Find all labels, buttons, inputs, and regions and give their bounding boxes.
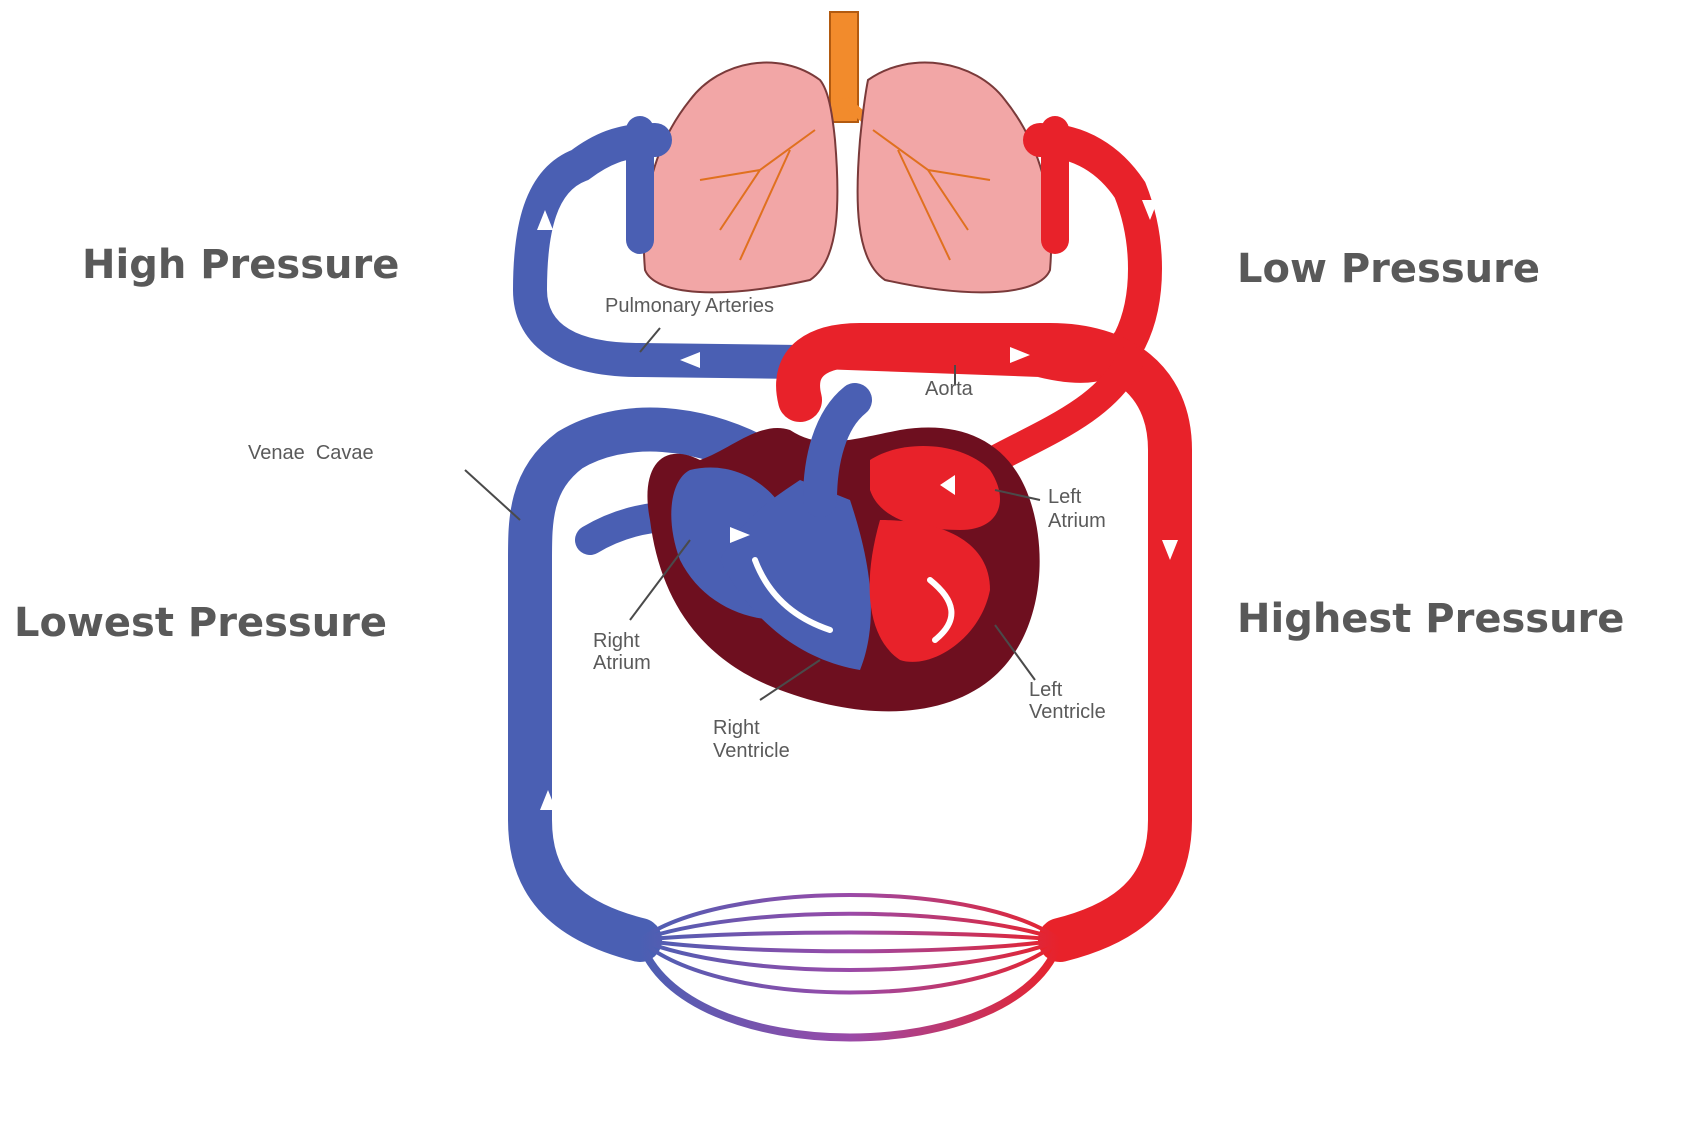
right-ventricle-label-line2: Ventricle — [713, 740, 790, 762]
right-lung — [858, 63, 1052, 293]
left-ventricle-label-line1: Left — [1029, 679, 1063, 701]
left-atrium-label-line1: Left — [1048, 486, 1082, 508]
right-atrium-label-line1: Right — [593, 630, 640, 652]
low-pressure-label: Low Pressure — [1237, 246, 1540, 292]
right-atrium-label-line2: Atrium — [593, 652, 651, 674]
left-ventricle-label-line2: Ventricle — [1029, 701, 1106, 723]
highest-pressure-label: Highest Pressure — [1237, 596, 1624, 642]
lungs — [644, 12, 1051, 292]
capillary-bed — [640, 895, 1060, 1038]
right-ventricle-label-line1: Right — [713, 717, 760, 739]
aorta-label: Aorta — [925, 378, 974, 400]
venae-cavae-label: Venae Cavae — [248, 442, 374, 464]
pulmonary-arteries-label: Pulmonary Arteries — [605, 295, 774, 317]
left-atrium-label-line2: Atrium — [1048, 510, 1106, 532]
high-pressure-label: High Pressure — [82, 242, 399, 288]
lowest-pressure-label: Lowest Pressure — [14, 600, 387, 646]
